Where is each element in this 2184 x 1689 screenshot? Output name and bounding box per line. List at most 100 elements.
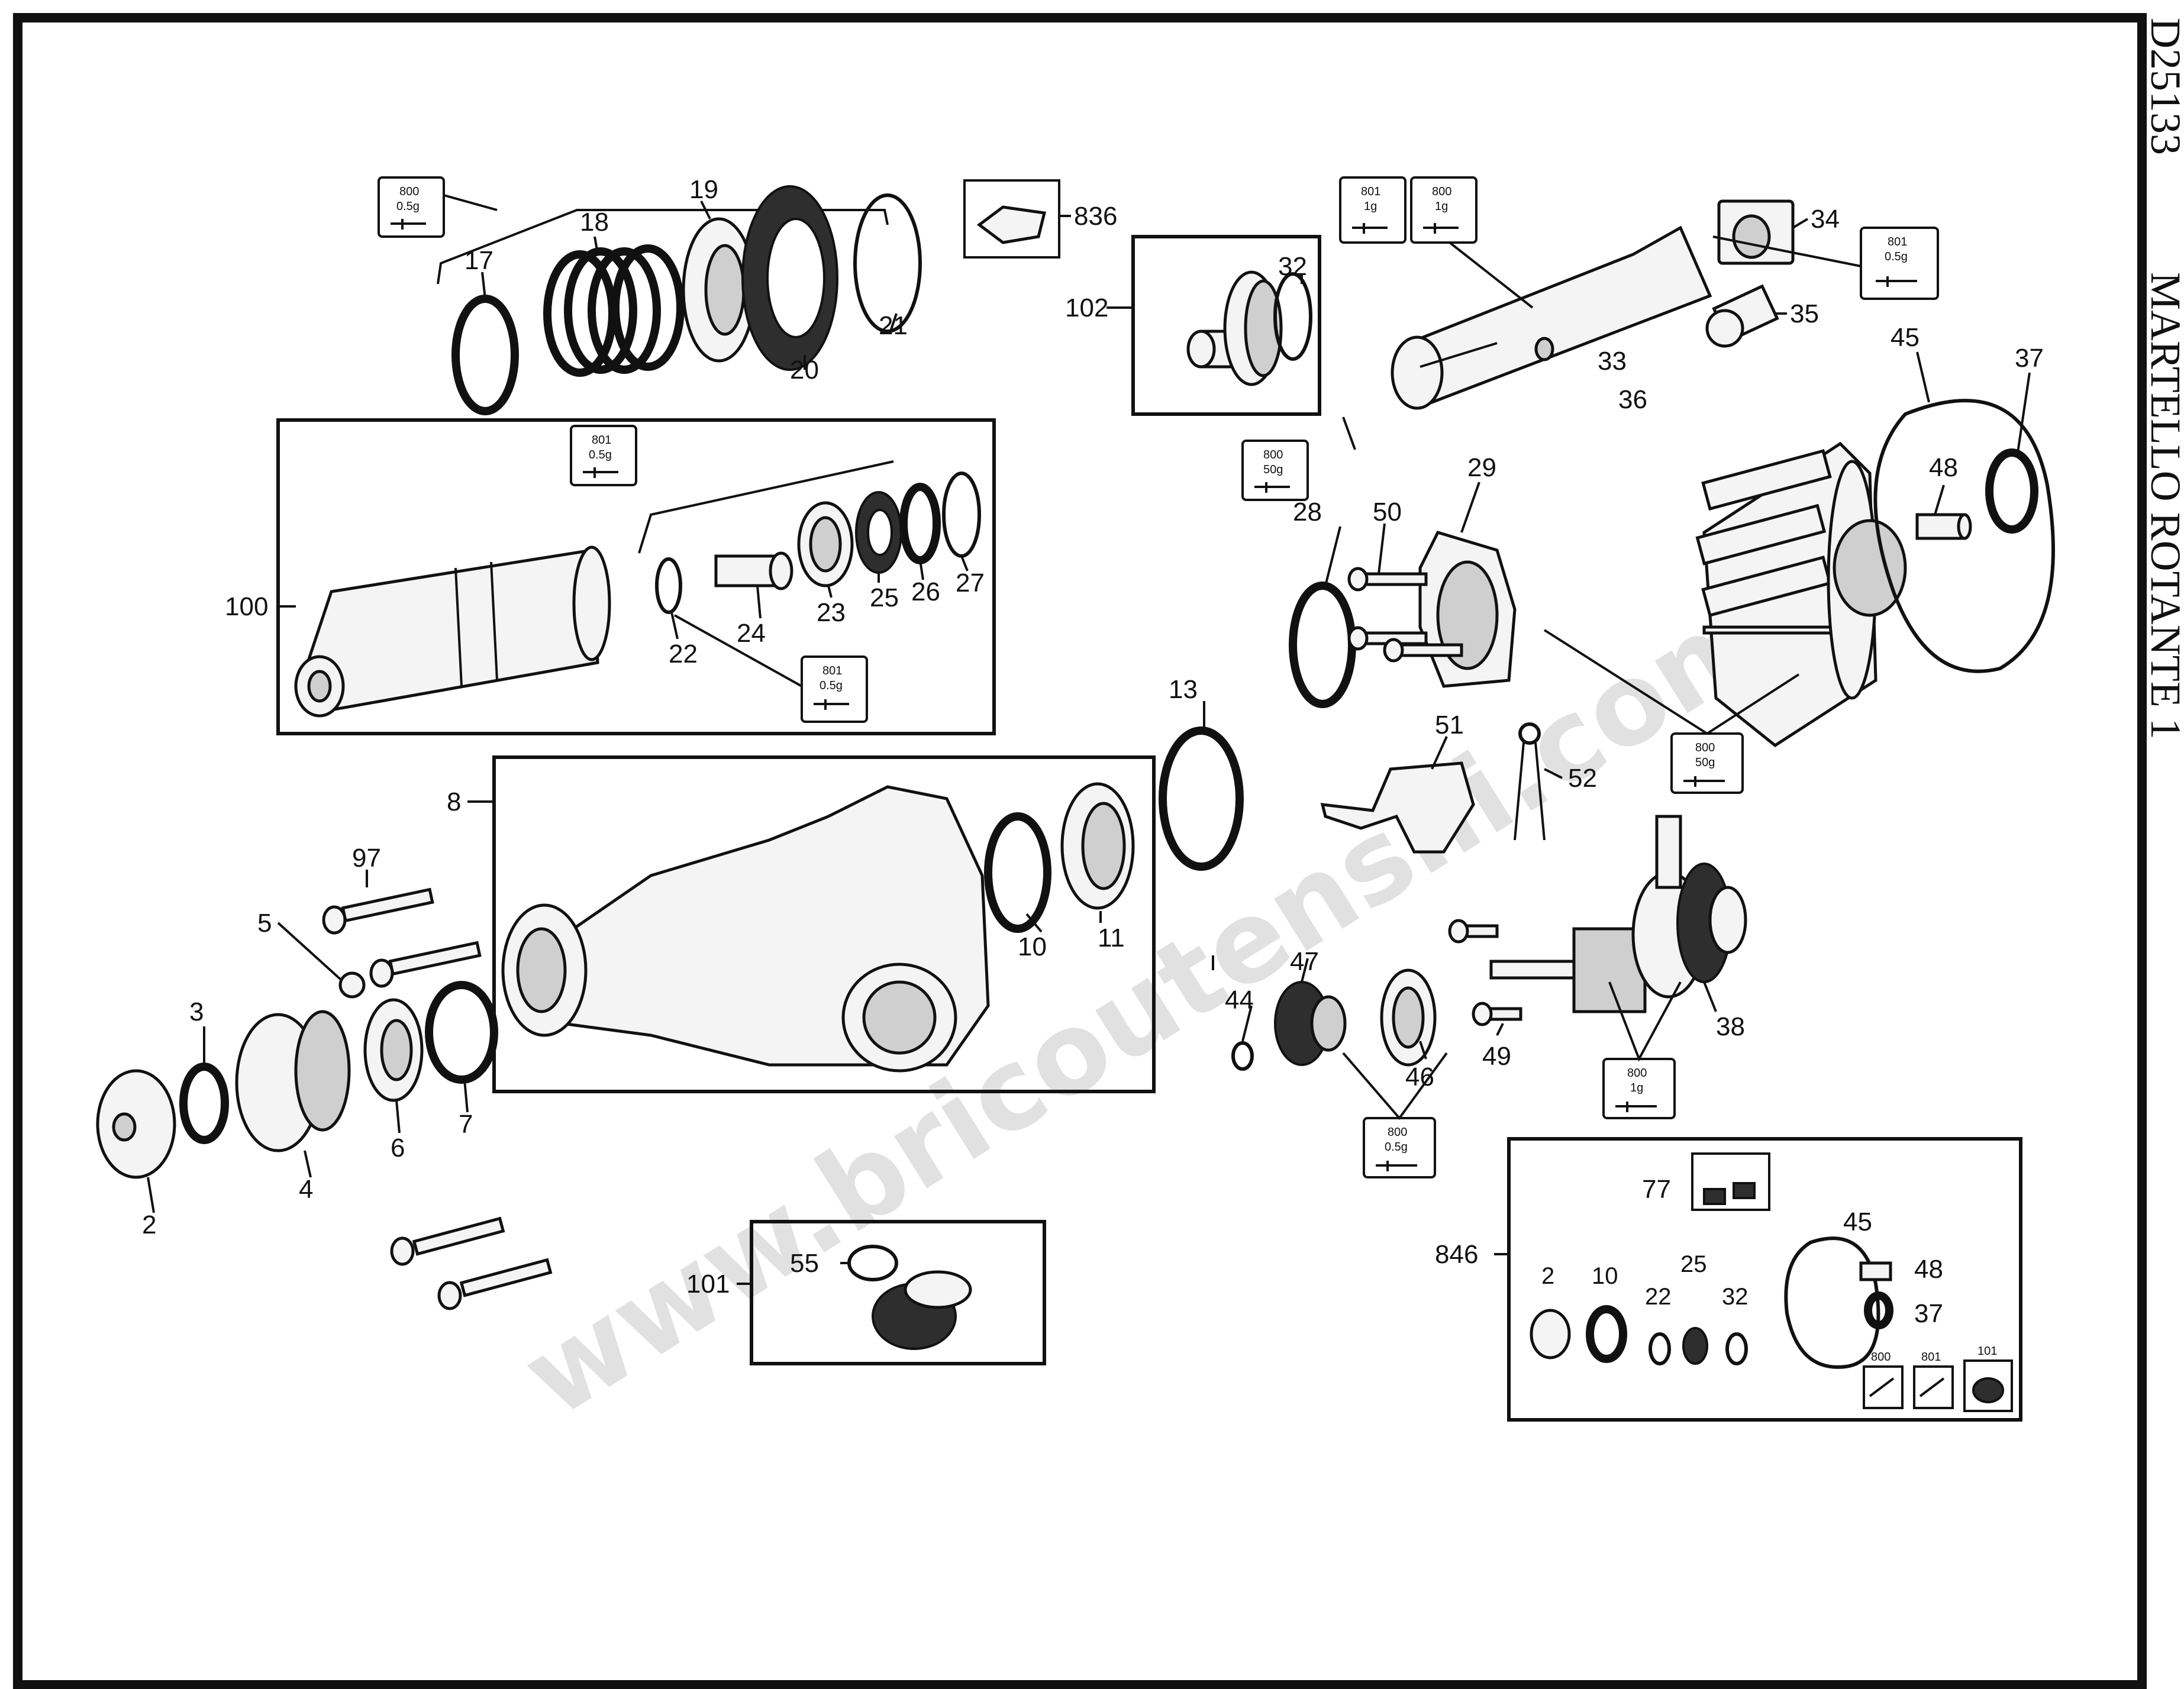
svg-text:0.5g: 0.5g: [1885, 250, 1908, 263]
part-8-gear-case: [501, 785, 990, 1073]
part-836-spring-clips: [976, 205, 1047, 244]
svg-text:0.5g: 0.5g: [589, 448, 612, 461]
part-23-piston: [797, 501, 854, 587]
svg-text:801: 801: [592, 434, 611, 447]
part-17-ring: [451, 295, 519, 415]
label-101: 101: [686, 1270, 730, 1299]
svg-text:101: 101: [1977, 1345, 1997, 1358]
label-22: 22: [669, 640, 698, 669]
label-33: 33: [1598, 347, 1627, 376]
part-3-ring: [179, 1063, 229, 1144]
svg-text:50g: 50g: [1263, 463, 1283, 476]
part-11-needle-bearing: [1060, 782, 1135, 910]
kit-label-37: 37: [1914, 1299, 1943, 1328]
part-2-cap: [96, 1069, 176, 1179]
label-25: 25: [870, 583, 899, 612]
label-836: 836: [1074, 202, 1117, 231]
part-5-ball: [338, 971, 366, 999]
label-27: 27: [956, 569, 985, 598]
svg-text:800: 800: [1627, 1067, 1647, 1080]
grease-gun-icon: [1615, 1102, 1657, 1112]
label-20: 20: [790, 356, 819, 385]
kit-label-45: 45: [1843, 1207, 1872, 1236]
part-47-gear: [1274, 981, 1347, 1066]
grease-tag-800-05-bottom: 800 0.5g: [1363, 1117, 1436, 1178]
label-26: 26: [911, 577, 940, 606]
svg-text:1g: 1g: [1435, 200, 1448, 213]
part-97-screws: [322, 887, 553, 1310]
part-24-striker: [714, 551, 793, 590]
grease-gun-icon: [1254, 482, 1290, 493]
label-13: 13: [1169, 675, 1198, 704]
sheet-border: [13, 13, 2147, 1689]
label-35: 35: [1790, 299, 1819, 328]
kit-icon-101: 101: [1963, 1345, 2013, 1412]
part-101-knob: [872, 1270, 972, 1350]
label-45: 45: [1891, 323, 1920, 352]
part-21-circlip: [853, 193, 922, 333]
part-100-spindle: [294, 545, 611, 718]
label-8: 8: [447, 787, 461, 816]
label-29: 29: [1467, 453, 1496, 482]
grease-tag-800-1g-top: 800 1g: [1410, 176, 1477, 244]
label-38: 38: [1716, 1012, 1745, 1041]
grease-tag-800-50-box102: 800 50g: [1241, 440, 1309, 501]
part-29-flange: [1418, 531, 1517, 688]
svg-text:801: 801: [1888, 235, 1907, 248]
label-55: 55: [790, 1249, 819, 1278]
svg-text:801: 801: [822, 664, 842, 677]
label-37: 37: [2015, 344, 2044, 373]
grease-tag-801-1g: 801 1g: [1339, 176, 1406, 244]
part-44-washer: [1231, 1041, 1254, 1071]
part-25-bearing: [855, 491, 902, 574]
svg-text:801: 801: [1361, 185, 1380, 198]
part-51-switch-lever: [1320, 761, 1475, 854]
sheet-header: D25133 MARTELLO ROTANTE 1: [2142, 18, 2184, 739]
part-45-gasket: [1873, 399, 2055, 673]
sheet-title: MARTELLO ROTANTE 1: [2142, 272, 2184, 739]
leader-lines: [147, 201, 2031, 1285]
part-28-ring: [1289, 582, 1356, 708]
grease-gun-icon: [391, 219, 426, 230]
label-48: 48: [1929, 453, 1958, 482]
svg-text:0.5g: 0.5g: [1385, 1141, 1408, 1154]
label-23: 23: [817, 598, 846, 627]
part-48-pin: [1915, 513, 1972, 540]
grease-tag-801-05-box100-bottom: 801 0.5g: [801, 655, 868, 723]
part-4-sleeve: [235, 1010, 351, 1152]
svg-text:800: 800: [1695, 741, 1715, 754]
grease-gun-icon: [1919, 1377, 1945, 1397]
label-47: 47: [1290, 947, 1319, 976]
grease-gun-icon: [1876, 276, 1917, 287]
grease-gun-icon: [1352, 223, 1388, 234]
kit-label-48: 48: [1914, 1255, 1943, 1284]
kit-icon-800: 800: [1863, 1351, 1904, 1409]
part-102-gear-shaft: [1186, 270, 1283, 386]
part-labels: 2 3 4 5 6 7 8 10 11 13 17 18 19 20 21 22…: [142, 175, 2044, 1328]
svg-text:1g: 1g: [1364, 200, 1377, 213]
kit-label-2: 2: [1541, 1263, 1554, 1289]
label-2: 2: [142, 1210, 156, 1239]
label-24: 24: [737, 619, 766, 648]
assembly-box-101: [750, 1220, 1046, 1365]
grease-gun-icon: [1869, 1377, 1895, 1397]
label-6: 6: [391, 1133, 405, 1162]
label-21: 21: [879, 311, 908, 340]
kit-label-22: 22: [1645, 1284, 1672, 1310]
label-7: 7: [459, 1110, 473, 1139]
group-bracket-100: [638, 460, 894, 554]
label-11: 11: [1098, 923, 1125, 952]
kit-label-32: 32: [1722, 1284, 1749, 1310]
kit-label-25: 25: [1680, 1251, 1707, 1277]
grease-gun-icon: [1683, 776, 1725, 787]
svg-text:1g: 1g: [1630, 1081, 1643, 1094]
kit-box-846: [1507, 1137, 2022, 1422]
label-28: 28: [1293, 498, 1322, 527]
label-44: 44: [1225, 986, 1254, 1015]
svg-text:800: 800: [1388, 1126, 1407, 1139]
part-26-ring: [899, 483, 941, 564]
label-10: 10: [1018, 932, 1047, 961]
part-6-plate: [363, 998, 424, 1102]
kit-label-77: 77: [1642, 1175, 1671, 1204]
grease-tag-801-05-box100-top: 801 0.5g: [570, 425, 637, 486]
